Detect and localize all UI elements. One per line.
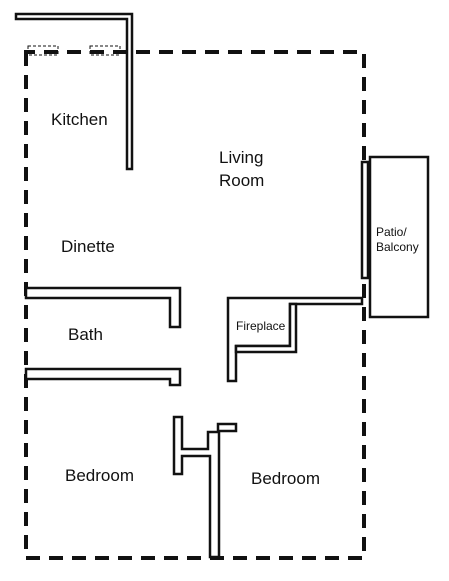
kitchen-top-wall xyxy=(14,12,134,171)
patio-door xyxy=(360,160,370,280)
patio-label-line2: Balcony xyxy=(376,240,419,254)
dinette-label: Dinette xyxy=(61,237,115,256)
fireplace-hearth xyxy=(234,302,298,354)
kitchen-label: Kitchen xyxy=(51,110,108,129)
patio-balcony-box xyxy=(368,155,430,319)
bath-label: Bath xyxy=(68,325,103,344)
bedroom-left-label: Bedroom xyxy=(65,466,134,485)
bath-bottom-wall xyxy=(24,367,182,387)
kitchen-window-left xyxy=(27,45,59,56)
bedroom-divider-wall xyxy=(172,415,238,559)
bath-top-wall xyxy=(24,286,182,329)
bedroom-right-label: Bedroom xyxy=(251,469,320,488)
living-room-label-line1: Living xyxy=(219,148,263,167)
kitchen-window-right xyxy=(89,45,121,56)
fireplace-label: Fireplace xyxy=(236,319,286,333)
unit-outline xyxy=(24,50,366,560)
patio-label-line1: Patio/ xyxy=(376,225,407,239)
living-room-label-line2: Room xyxy=(219,171,264,190)
